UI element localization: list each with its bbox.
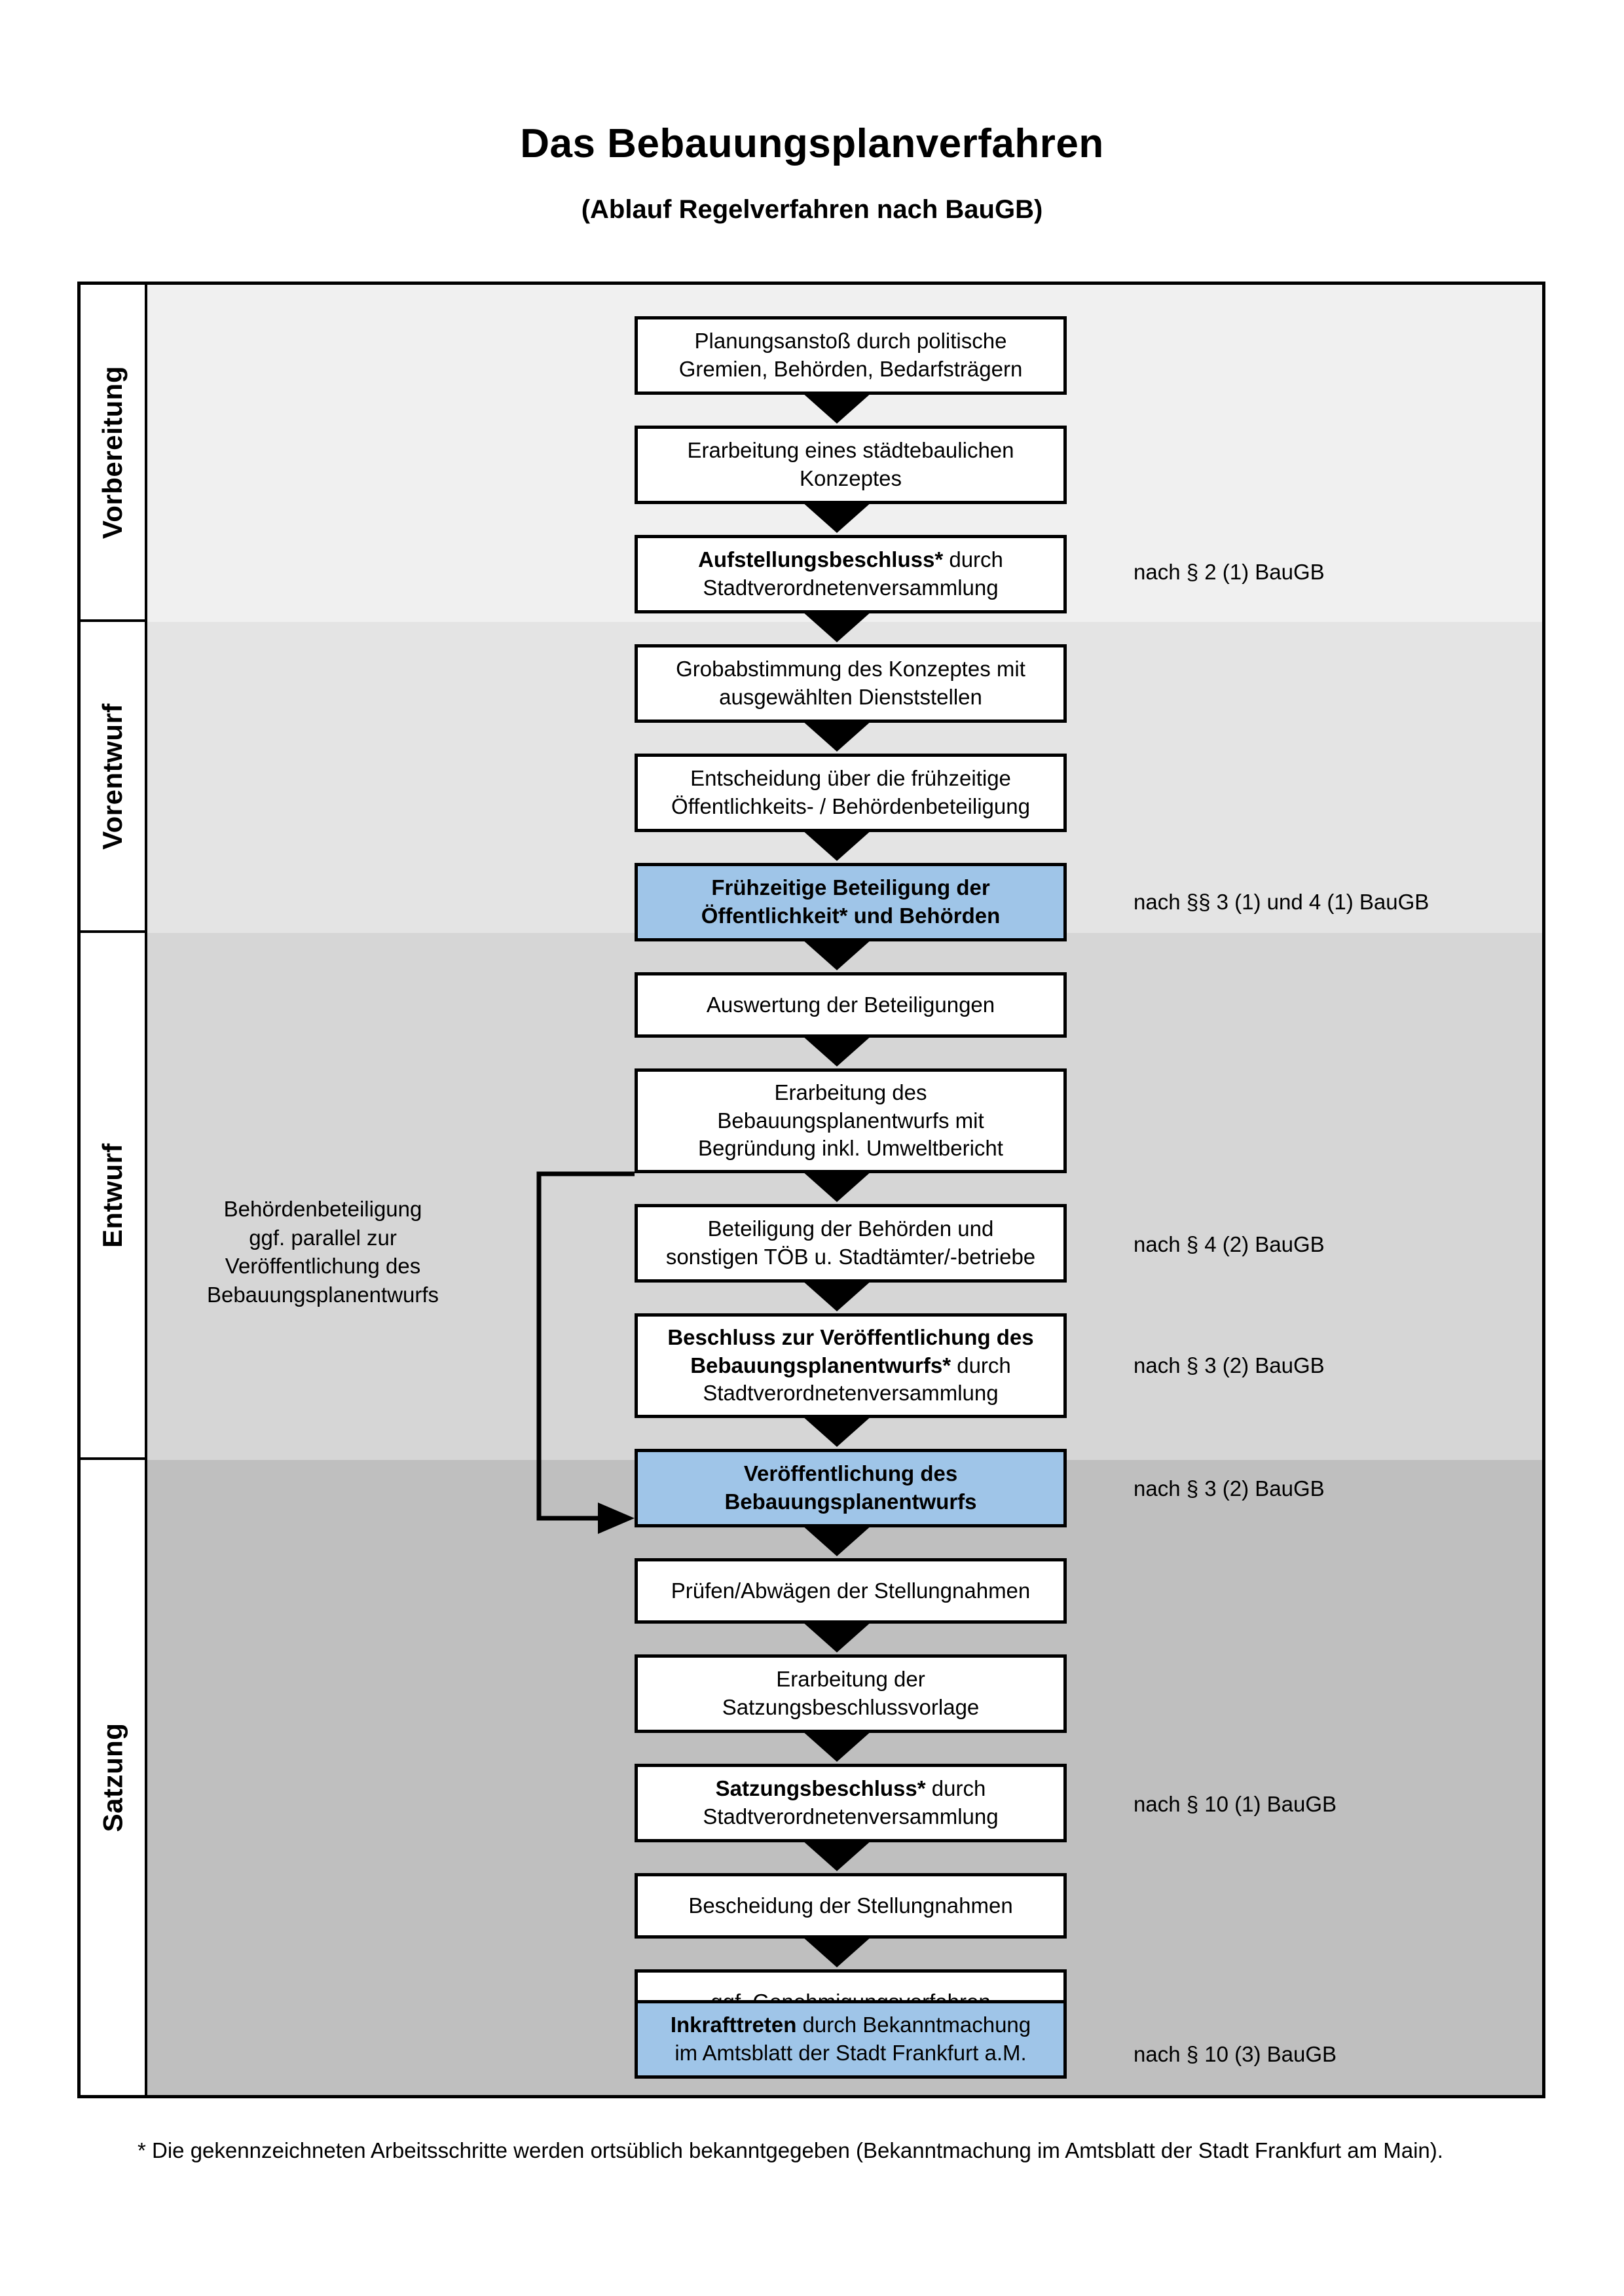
title-area: Das Bebauungsplanverfahren (Ablauf Regel… bbox=[0, 0, 1624, 224]
flow-node-auswertung[interactable]: Auswertung der Beteiligungen bbox=[635, 972, 1067, 1038]
footnote: * Die gekennzeichneten Arbeitsschritte w… bbox=[138, 2138, 1443, 2162]
flow-arrow-down bbox=[802, 1840, 872, 1871]
flow-arrow-down bbox=[802, 1171, 872, 1202]
flow-arrow-down bbox=[802, 720, 872, 752]
flow-arrow-down bbox=[802, 611, 872, 642]
flow-arrow-down bbox=[802, 1035, 872, 1066]
flow-node-bescheidung[interactable]: Bescheidung der Stellungnahmen bbox=[635, 1873, 1067, 1939]
flow-arrow-down bbox=[802, 939, 872, 970]
phase-label-text: Entwurf bbox=[97, 1142, 128, 1248]
flow-arrow-down bbox=[802, 1621, 872, 1652]
flow-arrow-down bbox=[802, 1280, 872, 1311]
phase-label-vorentwurf: Vorentwurf bbox=[81, 622, 147, 933]
flow-arrow-down bbox=[802, 1936, 872, 1967]
flow-arrow-down bbox=[802, 1730, 872, 1762]
phase-label-entwurf: Entwurf bbox=[81, 933, 147, 1460]
flowchart-container: Vorbereitung Vorentwurf Entwurf Satzung … bbox=[77, 282, 1545, 2098]
flow-node-pruefen-abwaegen[interactable]: Prüfen/Abwägen der Stellungnahmen bbox=[635, 1558, 1067, 1624]
phase-label-text: Satzung bbox=[97, 1722, 128, 1832]
flow-arrow-down bbox=[802, 829, 872, 861]
flow-arrow-down bbox=[802, 392, 872, 424]
flow-arrow-down bbox=[802, 1525, 872, 1556]
page-title: Das Bebauungsplanverfahren bbox=[520, 121, 1104, 166]
legal-ref-veroeffentlichung: nach § 3 (2) BauGB bbox=[1134, 1476, 1325, 1501]
phase-label-vorbereitung: Vorbereitung bbox=[81, 285, 147, 622]
phase-label-text: Vorentwurf bbox=[97, 702, 128, 850]
flow-arrow-down bbox=[802, 501, 872, 533]
legal-ref-satzungsbeschluss: nach § 10 (1) BauGB bbox=[1134, 1792, 1337, 1816]
legal-ref-beteiligung-behoerden: nach § 4 (2) BauGB bbox=[1134, 1232, 1325, 1256]
flow-node-text: Auswertung der Beteiligungen bbox=[706, 992, 995, 1017]
page-subtitle: (Ablauf Regelverfahren nach BauGB) bbox=[581, 195, 1043, 225]
legal-ref-beschluss-veroeffentlichung: nach § 3 (2) BauGB bbox=[1134, 1353, 1325, 1377]
legal-ref-inkrafttreten: nach § 10 (3) BauGB bbox=[1134, 2042, 1337, 2066]
flow-arrow-down bbox=[802, 1415, 872, 1447]
legal-ref-fruehzeitige-beteiligung: nach §§ 3 (1) und 4 (1) BauGB bbox=[1134, 890, 1430, 914]
phase-label-text: Vorbereitung bbox=[97, 365, 128, 539]
flow-node-text: Bescheidung der Stellungnahmen bbox=[688, 1893, 1013, 1918]
phase-label-satzung: Satzung bbox=[81, 1460, 147, 2095]
legal-ref-aufstellungsbeschluss: nach § 2 (1) BauGB bbox=[1134, 560, 1325, 584]
flow-node-text: Prüfen/Abwägen der Stellungnahmen bbox=[671, 1578, 1031, 1603]
